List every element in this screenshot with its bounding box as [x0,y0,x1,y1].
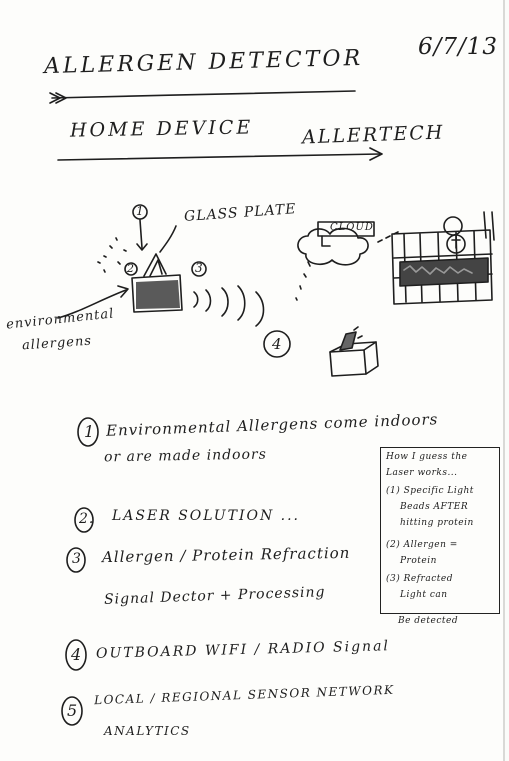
marker-4: 4 [272,335,283,353]
title-underline-arrow [49,90,356,104]
local-sensor-sketch [263,326,379,377]
side-note-box [380,447,500,614]
side-note-line-6: (2) Allergen = [386,540,458,550]
analytics-building-sketch [391,211,495,305]
side-note-line-3: (1) Specific Light [386,486,474,496]
list-item-3-number: 3 [72,551,82,567]
radio-wave-sketch [193,285,265,327]
list-item-4-number: 4 [71,645,83,664]
side-note-line-1: How I guess the [386,452,468,462]
side-note-line-2: Laser works... [386,468,458,478]
marker-2: 2 [127,262,135,275]
list-item-1-number: 1 [84,422,96,441]
marker-3: 3 [195,261,204,275]
subtitle-underline-arrow [57,147,383,161]
cloud-label: CLOUD [330,222,374,233]
list-item-1-line-2: or are made indoors [103,446,267,466]
list-item-2: LASER SOLUTION ... [112,508,301,524]
side-note-line-4: Beads AFTER [400,502,469,512]
list-item-2-number: 2. [79,511,95,527]
cloud-sketch [295,221,399,301]
list-number-circles [61,417,99,726]
side-note-line-7: Protein [400,556,437,566]
list-item-5-line-2: ANALYTICS [104,724,191,738]
marker-1: 1 [136,204,145,218]
allergen-arrow [57,285,129,319]
side-note-line-5: hitting protein [400,518,474,528]
date: 6/7/13 [418,34,499,60]
side-note-line-9: Light can [400,590,448,600]
side-note-line-10: Be detected [398,616,459,626]
list-item-5-number: 5 [67,701,79,720]
detector-device-sketch [97,204,207,313]
side-note-line-8: (3) Refracted [386,574,453,584]
